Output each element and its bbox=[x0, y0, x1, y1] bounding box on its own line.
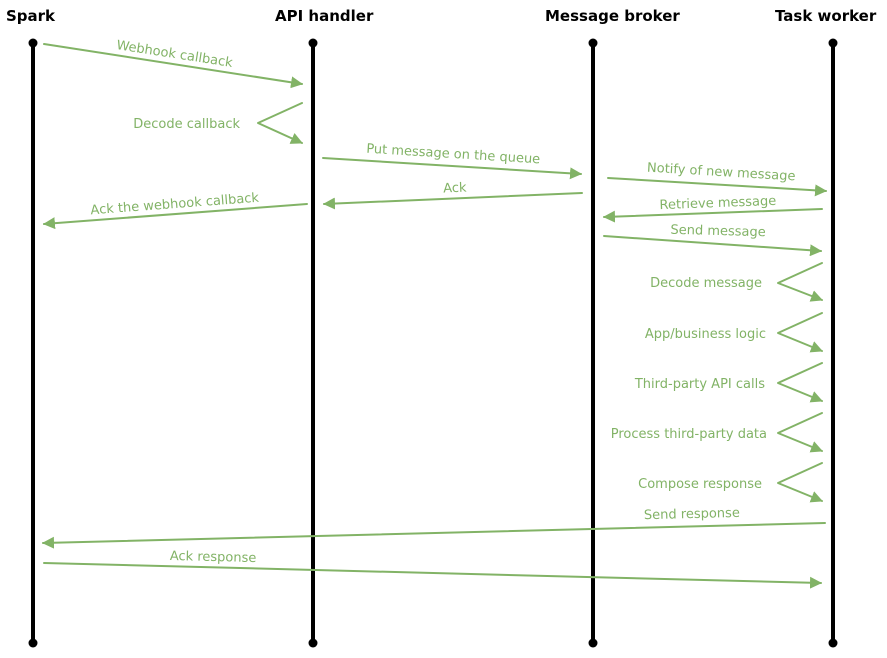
message-label: Ack response bbox=[170, 549, 257, 566]
message-decode-callback: Decode callback bbox=[133, 102, 303, 144]
actor-title-spark: Spark bbox=[6, 7, 56, 25]
self-arrow bbox=[777, 412, 823, 453]
message-retrieve-message: Retrieve message bbox=[603, 194, 823, 223]
lifeline-bottom-dot bbox=[828, 638, 838, 648]
message-decode-message: Decode message bbox=[650, 262, 823, 302]
message-label: Third-party API calls bbox=[634, 377, 765, 392]
message-put-message: Put message on the queue bbox=[322, 142, 582, 180]
message-label: Process third-party data bbox=[611, 427, 767, 442]
message-send-message: Send message bbox=[603, 223, 822, 257]
lifeline-bottom-dot bbox=[28, 638, 38, 648]
message-compose-response: Compose response bbox=[638, 462, 823, 503]
message-arrow bbox=[323, 192, 583, 210]
self-arrow bbox=[777, 462, 823, 503]
lifeline-message-broker bbox=[588, 38, 598, 648]
message-arrow bbox=[603, 208, 823, 223]
lifeline-top-dot bbox=[828, 38, 838, 48]
message-process-third-party: Process third-party data bbox=[611, 412, 823, 453]
message-business-logic: App/business logic bbox=[645, 312, 823, 353]
message-arrow bbox=[607, 177, 827, 197]
message-label: Decode message bbox=[650, 276, 762, 291]
message-arrow bbox=[603, 235, 822, 257]
message-ack-webhook: Ack the webhook callback bbox=[43, 191, 308, 230]
lifeline-api-handler bbox=[308, 38, 318, 648]
message-label: App/business logic bbox=[645, 327, 766, 342]
self-arrow bbox=[777, 312, 823, 353]
message-label: Retrieve message bbox=[659, 194, 776, 213]
message-label: Compose response bbox=[638, 477, 762, 492]
lifeline-bottom-dot bbox=[588, 638, 598, 648]
message-webhook-callback: Webhook callback bbox=[43, 38, 303, 89]
lifeline-bottom-dot bbox=[308, 638, 318, 648]
lifeline-top-dot bbox=[28, 38, 38, 48]
lifeline-top-dot bbox=[308, 38, 318, 48]
actor-title-task-worker: Task worker bbox=[775, 7, 877, 25]
message-label: Put message on the queue bbox=[366, 142, 541, 168]
lifeline-spark bbox=[28, 38, 38, 648]
lifeline-top-dot bbox=[588, 38, 598, 48]
self-arrow bbox=[777, 262, 823, 302]
message-arrow bbox=[42, 522, 826, 549]
self-arrow bbox=[777, 362, 823, 403]
message-label: Webhook callback bbox=[115, 38, 234, 71]
message-arrow bbox=[43, 203, 308, 230]
self-arrow bbox=[257, 102, 303, 144]
lifeline-task-worker bbox=[828, 38, 838, 648]
message-label: Ack bbox=[443, 181, 467, 197]
message-label: Send message bbox=[670, 223, 766, 240]
message-arrow bbox=[322, 157, 582, 180]
message-ack: Ack bbox=[323, 181, 583, 210]
message-label: Decode callback bbox=[133, 117, 240, 132]
message-notify-new-message: Notify of new message bbox=[607, 161, 827, 197]
message-arrow bbox=[43, 562, 822, 589]
actor-title-api-handler: API handler bbox=[275, 7, 374, 25]
message-arrow bbox=[43, 43, 303, 89]
actor-title-message-broker: Message broker bbox=[545, 7, 680, 25]
message-send-response: Send response bbox=[42, 506, 826, 549]
message-label: Send response bbox=[644, 506, 740, 523]
message-ack-response: Ack response bbox=[43, 549, 822, 589]
message-third-party-calls: Third-party API calls bbox=[634, 362, 823, 403]
